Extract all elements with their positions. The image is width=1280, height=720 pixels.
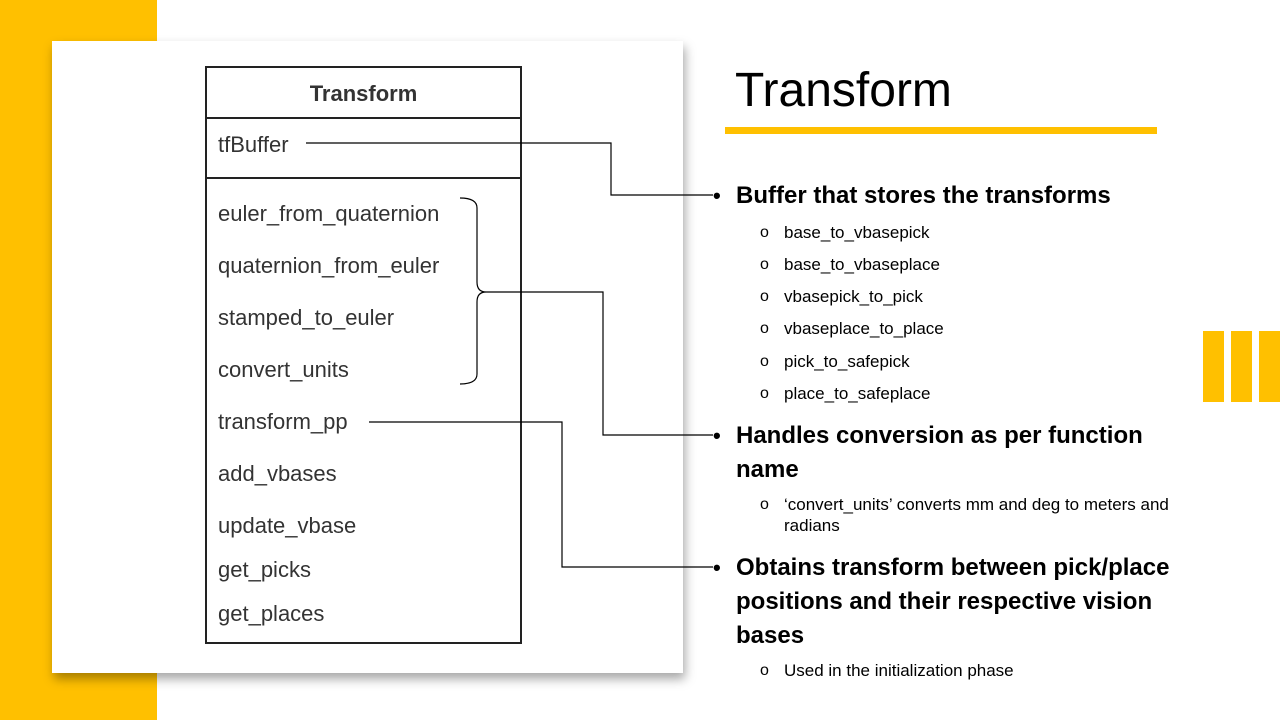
uml-method: quaternion_from_euler bbox=[218, 253, 440, 278]
uml-attribute: tfBuffer bbox=[218, 132, 289, 157]
bullet-dot-icon: • bbox=[713, 423, 721, 448]
uml-method: get_picks bbox=[218, 557, 311, 582]
uml-method: get_places bbox=[218, 601, 325, 626]
slide-title: Transform bbox=[735, 64, 952, 117]
circle-o-icon: o bbox=[760, 385, 769, 402]
decorative-bars bbox=[1203, 331, 1280, 402]
decorative-bar bbox=[1203, 331, 1224, 402]
bullet-text: Buffer that stores the transforms bbox=[736, 182, 1111, 209]
decorative-bar bbox=[1231, 331, 1252, 402]
title-underline bbox=[725, 127, 1157, 134]
bullet-dot-icon: • bbox=[713, 555, 721, 580]
uml-method: euler_from_quaternion bbox=[218, 201, 440, 226]
uml-method: add_vbases bbox=[218, 461, 337, 486]
uml-class-name: Transform bbox=[207, 68, 520, 119]
circle-o-icon: o bbox=[760, 496, 769, 513]
uml-method: stamped_to_euler bbox=[218, 305, 395, 330]
circle-o-icon: o bbox=[760, 320, 769, 337]
bullet-text: Obtains transform between pick/place pos… bbox=[736, 554, 1170, 649]
circle-o-icon: o bbox=[760, 288, 769, 305]
uml-class-box: Transform tfBuffer euler_from_quaternion… bbox=[205, 66, 522, 644]
uml-method: update_vbase bbox=[218, 513, 357, 538]
uml-method: convert_units bbox=[218, 357, 349, 382]
circle-o-icon: o bbox=[760, 224, 769, 241]
bullet-text: Handles conversion as per function name bbox=[736, 422, 1143, 483]
circle-o-icon: o bbox=[760, 256, 769, 273]
circle-o-icon: o bbox=[760, 353, 769, 370]
circle-o-icon: o bbox=[760, 662, 769, 679]
bullet-dot-icon: • bbox=[713, 183, 721, 208]
uml-method: transform_pp bbox=[218, 409, 348, 434]
decorative-bar bbox=[1259, 331, 1280, 402]
